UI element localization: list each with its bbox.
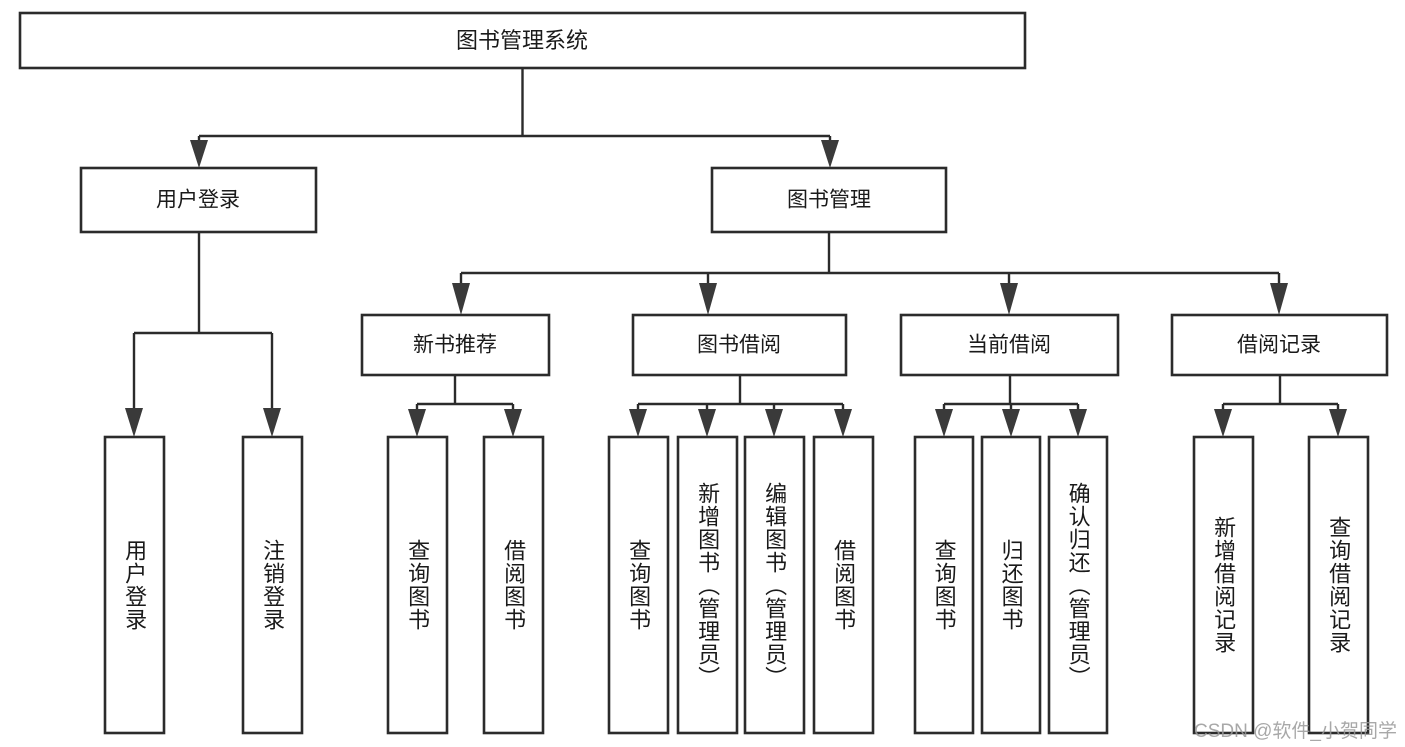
arrow-head-icon [504,409,522,437]
node-new-book-recommend-box[interactable] [360,313,551,377]
arrow-head-icon [452,283,470,315]
arrow-head-icon [1000,283,1018,315]
leaf-boxes [103,435,1370,735]
arrow-head-icon [698,409,716,437]
leaf-box-borrow-book-2[interactable] [812,435,875,735]
arrow-head-icon [1270,283,1288,315]
leaf-box-add-book-admin[interactable] [676,435,739,735]
node-user-login-label: 用户登录 [156,189,240,212]
node-book-management-box[interactable] [710,166,948,234]
node-new-book-recommend[interactable]: 新书推荐 [360,313,551,377]
node-borrow-record-box[interactable] [1170,313,1389,377]
node-borrow-record-label: 借阅记录 [1237,334,1321,357]
arrow-head-icon [1214,409,1232,437]
leaf-box-return-book[interactable] [980,435,1042,735]
connector-newbook-bus [415,375,515,421]
arrow-head-icon [765,409,783,437]
node-book-borrow-box[interactable] [631,313,848,377]
node-current-borrow-box[interactable] [899,313,1120,377]
node-book-management-label: 图书管理 [787,189,871,212]
leaf-box-query-book-3[interactable] [913,435,975,735]
leaf-box-add-borrow-record[interactable] [1192,435,1255,735]
node-borrow-record[interactable]: 借阅记录 [1170,313,1389,377]
node-book-management[interactable]: 图书管理 [710,166,948,234]
node-user-login-box[interactable] [79,166,318,234]
arrow-head-icon [190,140,208,168]
leaf-box-borrow-book-1[interactable] [482,435,545,735]
csdn-watermark: CSDN @软件_小贺同学 [1194,721,1397,742]
arrow-head-icon [1002,409,1020,437]
node-root-label: 图书管理系统 [456,28,588,53]
connector-bookmgmt-bus [459,232,1281,300]
arrow-head-icon [821,140,839,168]
arrow-head-icon [125,408,143,437]
node-root[interactable]: 图书管理系统 [18,11,1027,70]
arrow-head-icon [1329,409,1347,437]
leaf-box-edit-book-admin[interactable] [743,435,806,735]
leaf-box-query-book-1[interactable] [386,435,449,735]
arrow-head-icon [699,283,717,315]
node-new-book-recommend-label: 新书推荐 [413,334,497,357]
node-book-borrow-label: 图书借阅 [697,334,781,357]
arrow-heads [125,140,1347,437]
leaf-box-confirm-return-admin[interactable] [1047,435,1109,735]
arrow-head-icon [408,409,426,437]
node-user-login[interactable]: 用户登录 [79,166,318,234]
leaf-box-logout[interactable] [241,435,304,735]
arrow-head-icon [629,409,647,437]
node-current-borrow-label: 当前借阅 [967,334,1051,357]
leaf-box-user-login[interactable] [103,435,166,735]
node-book-borrow[interactable]: 图书借阅 [631,313,848,377]
leaf-box-query-borrow-record[interactable] [1307,435,1370,735]
node-root-box[interactable] [18,11,1027,70]
arrow-head-icon [834,409,852,437]
connector-userlogin-bus [132,232,274,421]
node-current-borrow[interactable]: 当前借阅 [899,313,1120,377]
connector-root-bus [197,68,832,157]
arrow-head-icon [263,408,281,437]
leaf-box-query-book-2[interactable] [607,435,670,735]
arrow-head-icon [935,409,953,437]
connector-bookborrow-bus [636,375,845,421]
arrow-head-icon [1069,409,1087,437]
connector-borrowrecord-bus [1221,375,1340,421]
